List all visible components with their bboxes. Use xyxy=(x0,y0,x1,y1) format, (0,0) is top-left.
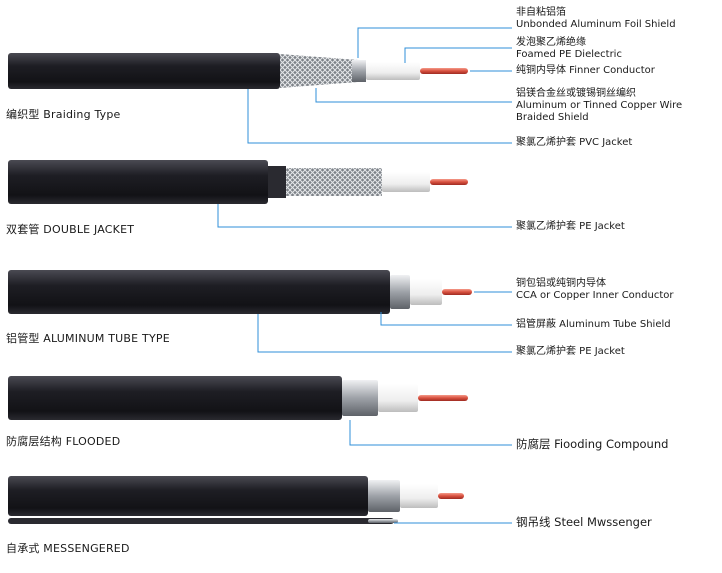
dielectric xyxy=(400,484,438,508)
outer-pe-jacket xyxy=(8,160,268,204)
dielectric xyxy=(382,172,430,192)
label-conductor: 纯铜内导体 Finner Conductor xyxy=(516,65,655,76)
label-dielectric-en: Foamed PE Dielectric xyxy=(516,49,622,60)
label-braid-cn: 铝镁合金丝或镀锡铜丝编织 xyxy=(516,88,636,99)
leader-foil xyxy=(357,27,512,58)
aluminum-foil xyxy=(352,60,366,82)
cable-braiding-type xyxy=(8,53,468,89)
label-pe-jacket-tube: 聚氯乙烯护套 PE Jacket xyxy=(516,346,625,357)
copper-conductor xyxy=(430,179,468,185)
leader-pe-jacket-2 xyxy=(217,204,512,228)
label-foil-en: Unbonded Aluminum Foil Shield xyxy=(516,19,676,30)
label-steel-messenger: 钢吊线 Steel Mwssenger xyxy=(516,515,652,529)
label-pvc-jacket: 聚氯乙烯护套 PVC Jacket xyxy=(516,137,633,148)
pe-jacket xyxy=(8,376,342,420)
steel-messenger xyxy=(368,519,398,523)
leader-pvc-jacket xyxy=(247,89,512,144)
inner-conductor xyxy=(438,493,464,499)
pe-jacket xyxy=(8,476,368,516)
braided-shield xyxy=(280,54,358,88)
foamed-pe-dielectric xyxy=(366,62,420,80)
cable-messengered xyxy=(8,476,464,524)
leader-pe-jacket-3 xyxy=(257,314,512,353)
label-tube-shield: 铝管屏蔽 Aluminum Tube Shield xyxy=(516,319,671,330)
dielectric xyxy=(378,384,418,412)
leader-tube-shield xyxy=(380,312,512,326)
label-inner-conductor-en: CCA or Copper Inner Conductor xyxy=(516,290,674,301)
dielectric xyxy=(410,279,442,305)
pvc-jacket xyxy=(8,53,280,89)
label-braid-en-2: Braided Shield xyxy=(516,112,589,123)
label-dielectric-cn: 发泡聚乙烯绝缘 xyxy=(516,37,586,48)
label-inner-conductor-cn: 铜包铝或纯铜内导体 xyxy=(516,278,606,289)
caption-flooded: 防腐层结构 FLOODED xyxy=(6,435,121,448)
inner-jacket xyxy=(268,166,286,198)
label-pe-jacket-double: 聚氯乙烯护套 PE Jacket xyxy=(516,221,625,232)
cable-aluminum-tube xyxy=(8,270,472,314)
label-foil-cn: 非自粘铝箔 xyxy=(516,7,566,18)
caption-messengered: 自承式 MESSENGERED xyxy=(6,542,130,555)
messenger-jacket xyxy=(8,518,394,524)
caption-braiding-type: 编织型 Braiding Type xyxy=(6,108,121,121)
pe-jacket xyxy=(8,270,390,314)
label-flooding-compound: 防腐层 Fiooding Compound xyxy=(516,437,669,451)
copper-conductor xyxy=(420,68,468,74)
leader-lines xyxy=(217,27,512,524)
leader-flooding xyxy=(349,420,512,446)
aluminum-tube xyxy=(390,275,410,309)
braided-shield xyxy=(286,168,382,196)
caption-aluminum-tube: 铝管型 ALUMINUM TUBE TYPE xyxy=(6,332,170,345)
inner-conductor xyxy=(418,395,468,401)
flooding-compound xyxy=(342,380,378,416)
leader-dielectric xyxy=(404,47,512,63)
cable-double-jacket xyxy=(8,160,468,204)
caption-double-jacket: 双套管 DOUBLE JACKET xyxy=(6,223,135,236)
aluminum-shield xyxy=(368,480,400,512)
label-braid-en-1: Aluminum or Tinned Copper Wire xyxy=(516,100,683,111)
leader-braid xyxy=(315,88,512,103)
inner-conductor xyxy=(442,289,472,295)
cable-flooded xyxy=(8,376,468,420)
